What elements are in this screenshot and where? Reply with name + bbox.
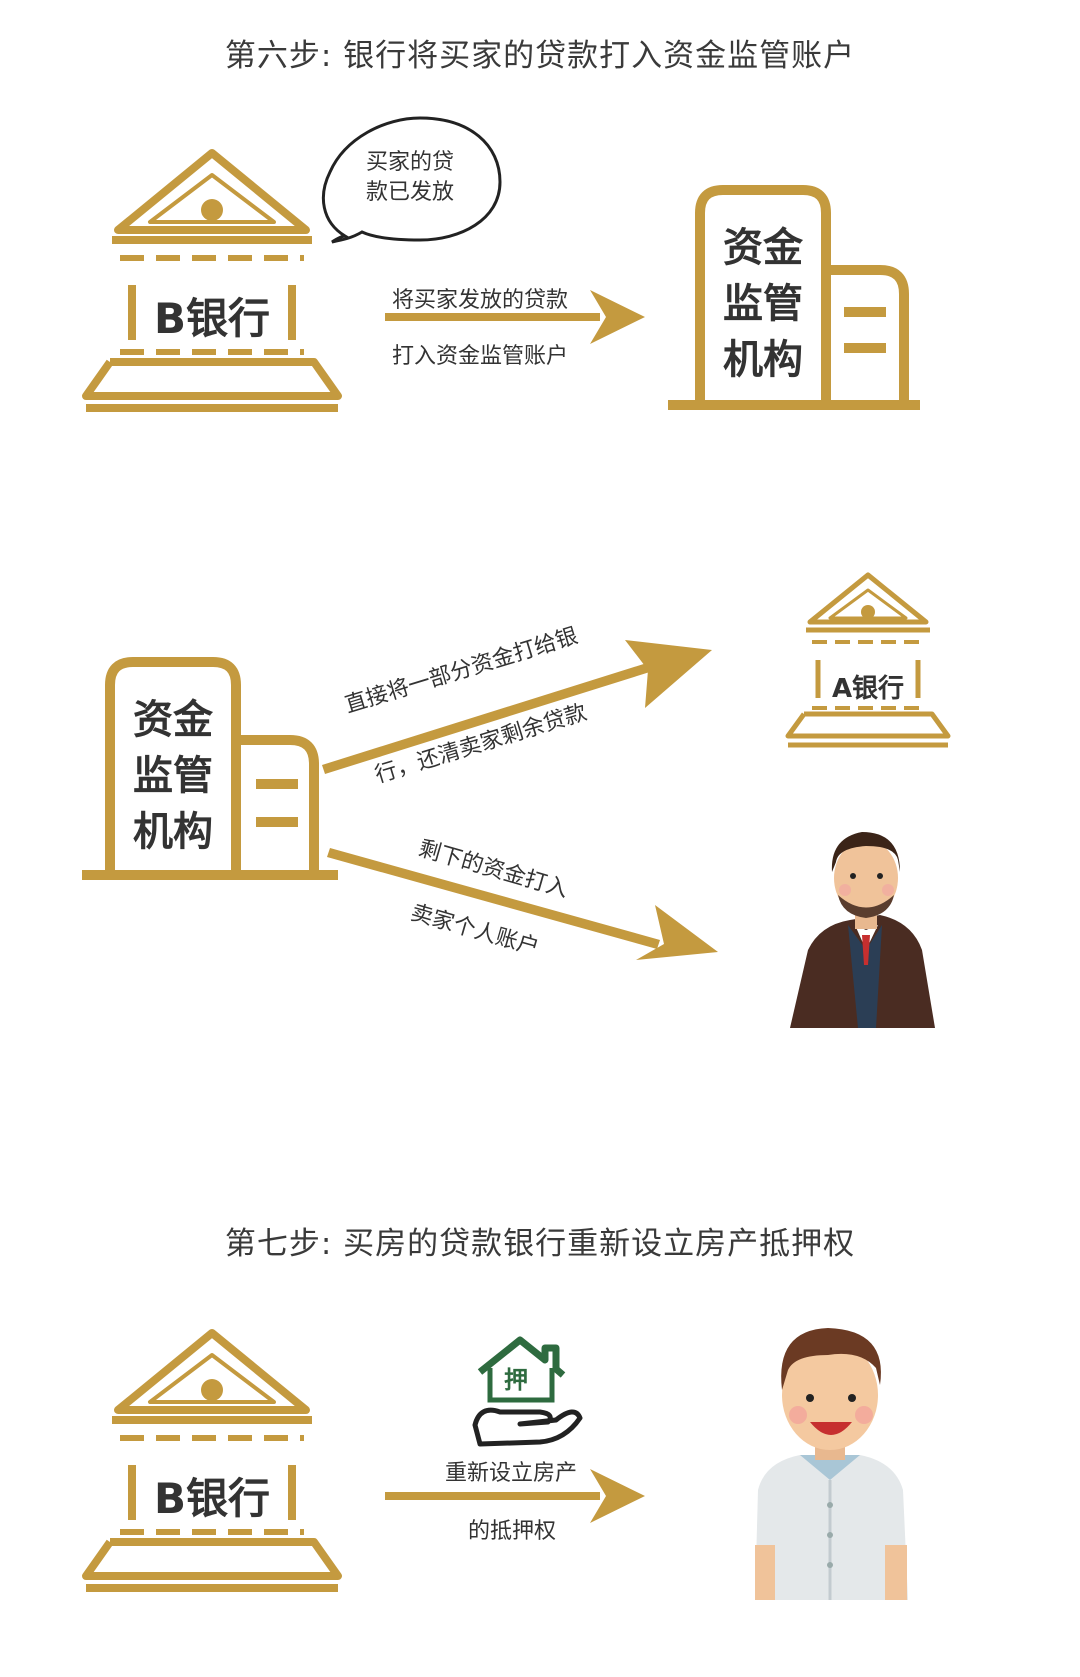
step7-arrow-label-bottom: 的抵押权 [468, 1519, 557, 1544]
agency-label-top: 资金 监管 机构 [708, 220, 818, 388]
mortgage-icon-label: 押 [504, 1366, 528, 1394]
bank-b-label-step7: B银行 [153, 1474, 270, 1523]
speech-bubble [321, 116, 502, 244]
agency-label-line-3: 机构 [723, 337, 803, 383]
arrow-label-top: 将买家发放的贷款 [392, 288, 569, 313]
agency-label-middle-line-2: 监管 [133, 753, 213, 799]
arrow-agency-to-seller [327, 848, 718, 960]
agency-label-middle: 资金 监管 机构 [118, 692, 228, 860]
step7-arrow-label-top: 重新设立房产 [445, 1461, 578, 1486]
bank-b-building-icon [82, 149, 342, 412]
agency-label-line-1: 资金 [723, 225, 803, 271]
agency-label-line-2: 监管 [723, 281, 803, 327]
buyer-avatar-icon [755, 1328, 908, 1600]
agency-building-icon-middle [82, 657, 338, 880]
speech-bubble-line-2: 款已发放 [365, 180, 454, 205]
arrow-b-to-buyer [385, 1469, 645, 1523]
bank-a-building-icon [785, 572, 951, 748]
agency-label-middle-line-1: 资金 [133, 697, 213, 743]
speech-bubble-text: 买家的贷 款已发放 [350, 148, 470, 208]
step6-title: 第六步: 银行将买家的贷款打入资金监管账户 [224, 38, 856, 74]
arrow-b-to-agency [385, 290, 645, 344]
bank-b-building-icon-step7 [82, 1329, 342, 1592]
step7-title: 第七步: 买房的贷款银行重新设立房产抵押权 [224, 1226, 856, 1262]
seller-avatar-icon [790, 832, 935, 1028]
agency-building-icon-top [668, 185, 920, 410]
bank-a-label: A银行 [831, 674, 905, 704]
agency-label-middle-line-3: 机构 [133, 809, 213, 855]
speech-bubble-line-1: 买家的贷 [365, 150, 454, 175]
arrow-agency-to-bank-a [322, 640, 712, 774]
mortgage-house-icon [472, 1336, 583, 1447]
arrow-label-bottom: 打入资金监管账户 [392, 344, 569, 369]
bank-b-label: B银行 [153, 294, 270, 343]
